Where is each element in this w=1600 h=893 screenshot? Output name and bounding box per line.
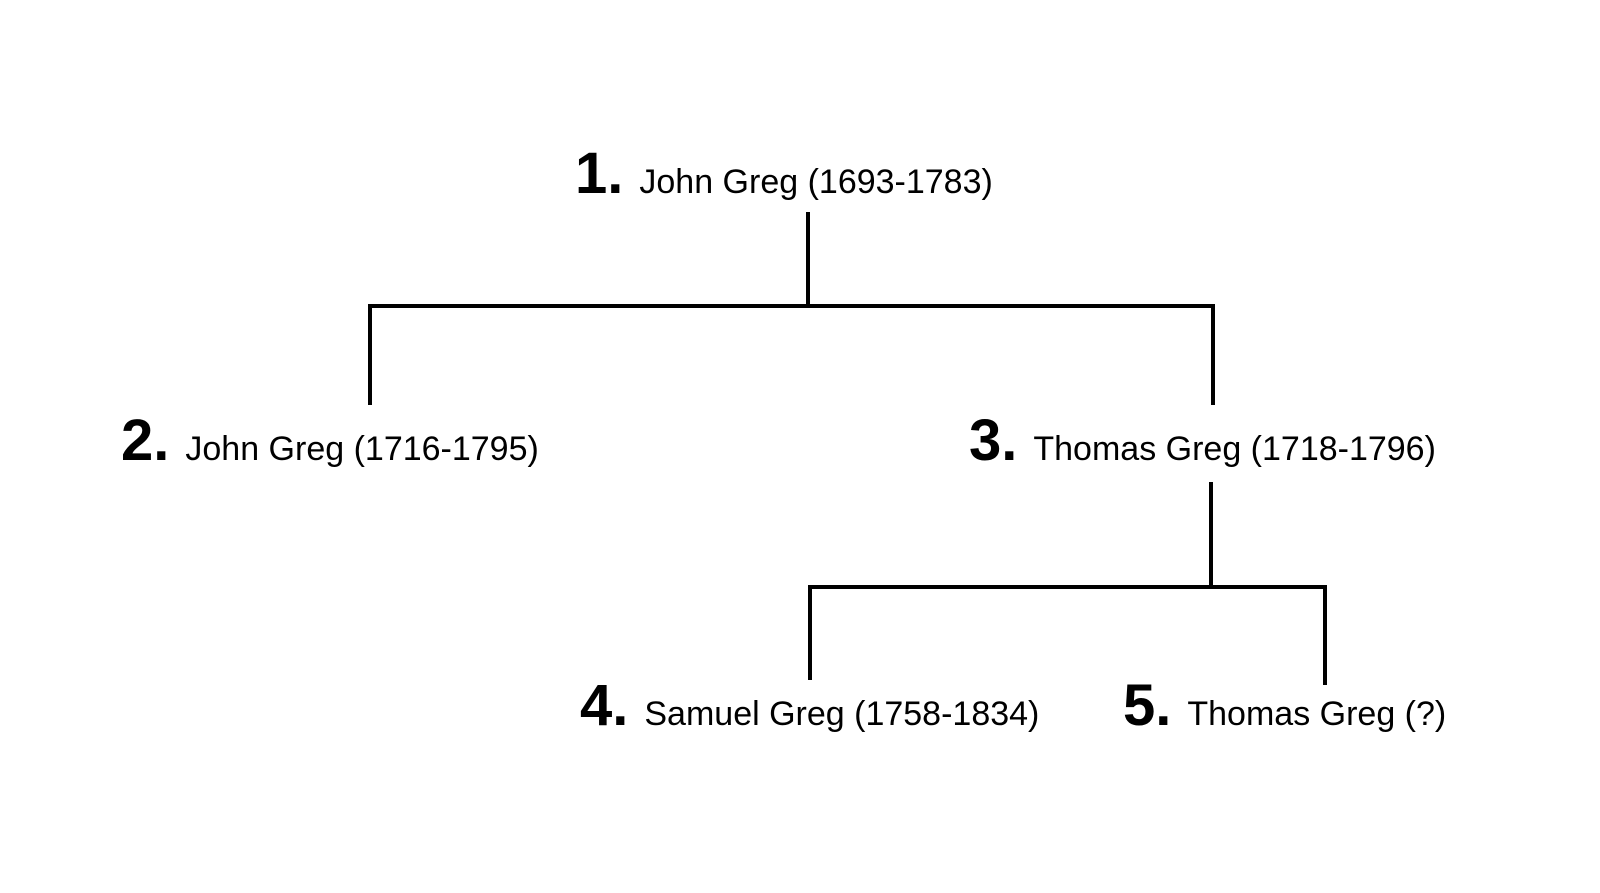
node-label: John Greg (1693-1783) — [639, 163, 993, 201]
node-label: John Greg (1716-1795) — [185, 430, 539, 468]
tree-node-4: 4. Samuel Greg (1758-1834) — [580, 677, 1039, 735]
node-number: 4. — [580, 673, 629, 738]
node-number: 1. — [575, 141, 624, 206]
node-label: Samuel Greg (1758-1834) — [644, 695, 1040, 733]
node-label: Thomas Greg (?) — [1187, 695, 1447, 733]
tree-node-1: 1. John Greg (1693-1783) — [575, 145, 993, 203]
node-number: 2. — [121, 408, 170, 473]
node-number: 5. — [1123, 673, 1172, 738]
tree-node-3: 3. Thomas Greg (1718-1796) — [969, 412, 1436, 470]
tree-node-2: 2. John Greg (1716-1795) — [121, 412, 539, 470]
node-label: Thomas Greg (1718-1796) — [1033, 430, 1436, 468]
tree-node-5: 5. Thomas Greg (?) — [1123, 677, 1446, 735]
node-number: 3. — [969, 408, 1018, 473]
